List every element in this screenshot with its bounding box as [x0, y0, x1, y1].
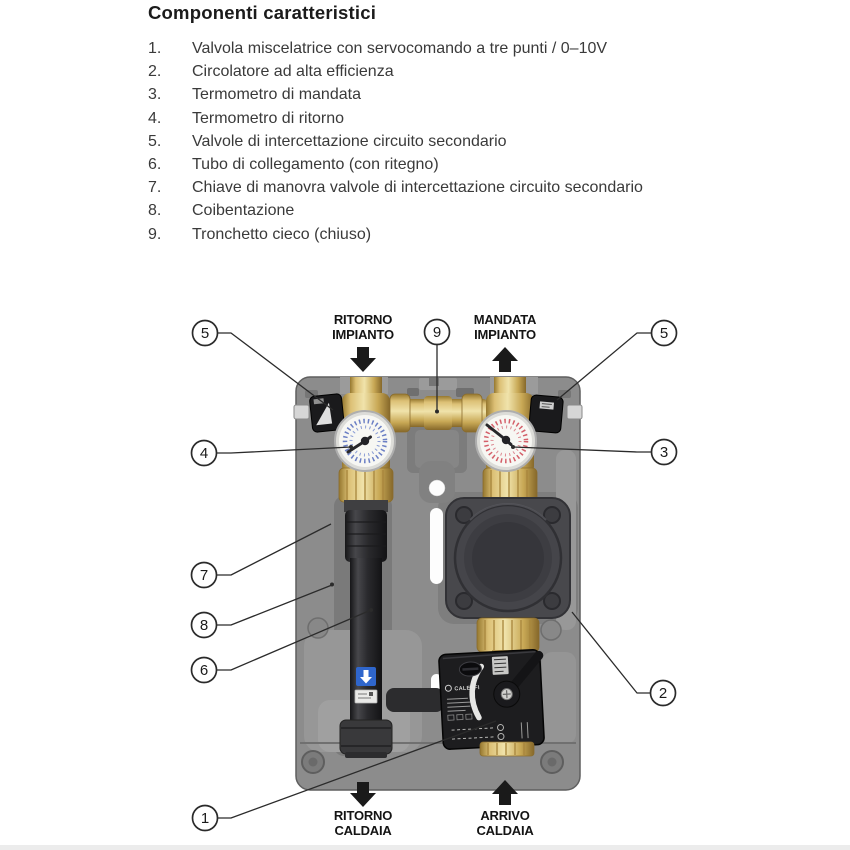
list-item-number: 5. — [148, 132, 162, 150]
list-item-text: Chiave di manovra valvole di intercettaz… — [192, 179, 643, 197]
callout-1: 1 — [191, 804, 219, 832]
list-item-number: 6. — [148, 156, 162, 174]
callout-6: 6 — [190, 656, 218, 684]
list-item: 9. Tronchetto cieco (chiuso) — [148, 223, 718, 246]
page-bottom-rule — [0, 845, 850, 850]
union-nut — [338, 467, 538, 503]
circulator-pump — [445, 497, 571, 658]
list-item: 8. Coibentazione — [148, 199, 718, 222]
valve-bolt — [566, 404, 583, 420]
list-item-text: Valvole di intercettazione circuito seco… — [192, 132, 507, 150]
callout-8: 8 — [190, 611, 218, 639]
page-title: Componenti caratteristici — [148, 2, 377, 23]
list-item-number: 4. — [148, 109, 162, 127]
callout-7: 7 — [190, 561, 218, 589]
svg-text:8: 8 — [200, 617, 208, 634]
list-item-text: Termometro di mandata — [192, 86, 361, 104]
svg-text:6: 6 — [200, 662, 208, 679]
arrow-up-mandata-impianto — [492, 347, 518, 372]
list-item-text: Coibentazione — [192, 202, 295, 220]
list-item-text: Termometro di ritorno — [192, 109, 345, 127]
list-item-text: Tronchetto cieco (chiuso) — [192, 225, 372, 243]
panel-slot — [430, 508, 443, 584]
list-item-text: Valvola miscelatrice con servocomando a … — [192, 40, 608, 57]
svg-text:4: 4 — [200, 445, 208, 462]
arrow-up-arrivo-caldaia — [492, 780, 518, 805]
list-item: 7. Chiave di manovra valvole di intercett… — [148, 176, 718, 199]
svg-text:2: 2 — [659, 685, 667, 702]
mixing-valve-actuator: CALEFFI — [438, 649, 545, 750]
callout-9: 9 — [423, 318, 451, 346]
list-item-number: 9. — [148, 225, 162, 243]
component-list: 1. Valvola miscelatrice con servocomando … — [148, 37, 718, 246]
svg-text:1: 1 — [201, 810, 209, 827]
list-item-number: 1. — [148, 40, 162, 57]
callout-4: 4 — [190, 439, 218, 467]
list-item-text: Circolatore ad alta efficienza — [192, 63, 394, 81]
callout-3: 3 — [650, 438, 678, 466]
list-item: 4. Termometro di ritorno — [148, 107, 718, 130]
header-section: Componenti caratteristici 1. Valvola misc… — [148, 2, 718, 246]
list-item: 5. Valvole di intercettazione circuito se… — [148, 130, 718, 153]
svg-text:9: 9 — [433, 324, 441, 341]
svg-text:CALDAIA: CALDAIA — [334, 823, 392, 838]
list-item: 1. Valvola miscelatrice con servocomando … — [148, 37, 718, 60]
brand-label: CALEFFI — [454, 685, 480, 692]
shutoff-handle-left — [309, 393, 345, 433]
svg-text:IMPIANTO: IMPIANTO — [474, 327, 536, 342]
arrow-down-return-impianto — [350, 347, 376, 372]
manual-lever — [493, 650, 544, 708]
device-tag — [491, 656, 509, 675]
return-thermometer — [334, 410, 396, 472]
leader-lines — [216, 332, 652, 819]
list-item: 6. Tubo di collegamento (con ritegno) — [148, 153, 718, 176]
callout-5-right: 5 — [650, 319, 678, 347]
callout-2: 2 — [649, 679, 677, 707]
list-item-text: Tubo di collegamento (con ritegno) — [192, 156, 439, 174]
svg-text:5: 5 — [201, 325, 209, 342]
port-label-ritorno-impianto: RITORNO — [334, 312, 392, 327]
list-item-number: 2. — [148, 63, 162, 81]
shutoff-handle-right — [528, 394, 564, 434]
port-label-arrivo-caldaia: ARRIVO — [480, 808, 529, 823]
svg-text:7: 7 — [200, 567, 208, 584]
supply-thermometer — [475, 410, 537, 472]
svg-text:CALDAIA: CALDAIA — [476, 823, 534, 838]
panel-hole — [428, 479, 446, 497]
pipe-label — [354, 689, 378, 704]
list-item-number: 7. — [148, 179, 162, 197]
list-item: 2. Circolatore ad alta efficienza — [148, 60, 718, 83]
connecting-pipe — [339, 500, 444, 758]
list-item-number: 3. — [148, 86, 162, 104]
list-item-number: 8. — [148, 202, 162, 220]
port-label-ritorno-caldaia: RITORNO — [334, 808, 392, 823]
arrow-down-ritorno-caldaia — [350, 782, 376, 807]
svg-text:3: 3 — [660, 444, 668, 461]
valve-bolt — [293, 404, 310, 420]
flow-direction-sticker — [356, 667, 376, 686]
svg-text:IMPIANTO: IMPIANTO — [332, 327, 394, 342]
svg-text:5: 5 — [660, 325, 668, 342]
callout-5-left: 5 — [191, 319, 219, 347]
list-item: 3. Termometro di mandata — [148, 83, 718, 106]
port-label-mandata-impianto: MANDATA — [474, 312, 537, 327]
